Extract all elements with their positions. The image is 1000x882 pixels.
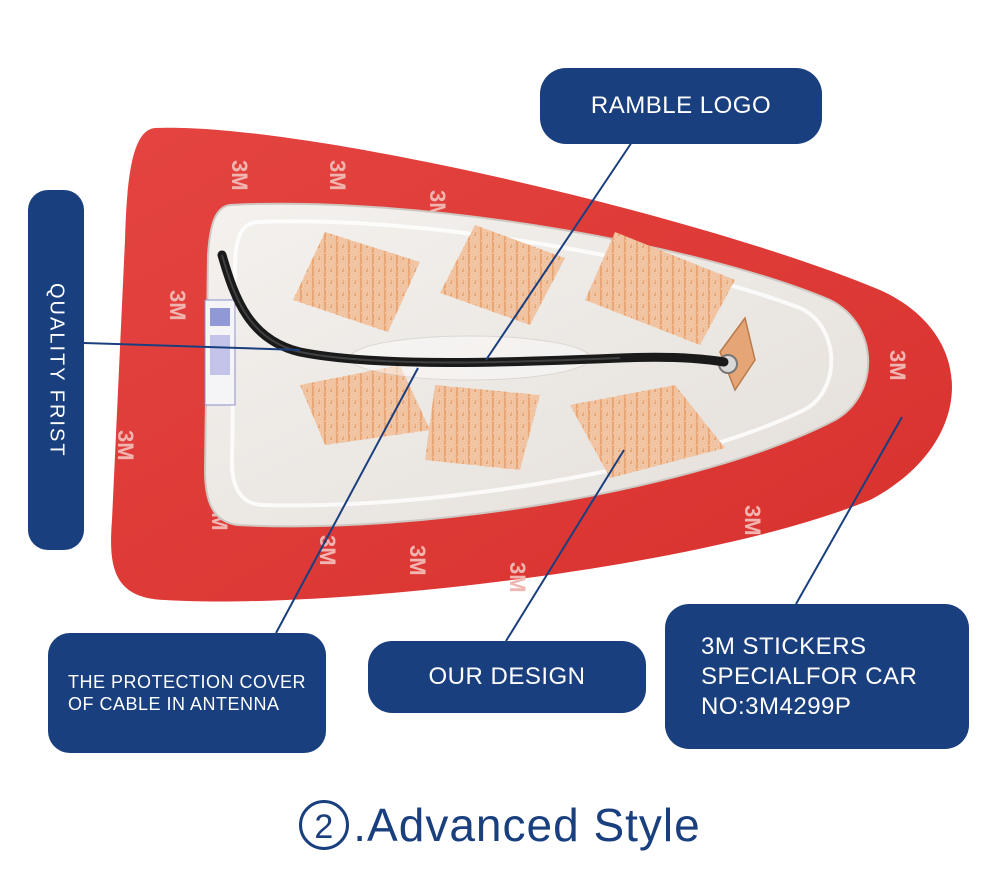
3m-mark: 3M	[740, 505, 765, 536]
3m-mark: 3M	[325, 160, 350, 191]
copper-antenna-pads	[293, 225, 735, 478]
protection-cover-text: THE PROTECTION COVER OF CABLE IN ANTENNA	[67, 671, 306, 715]
protection-cover-label: THE PROTECTION COVER OF CABLE IN ANTENNA	[48, 633, 326, 753]
our-design-text: OUR DESIGN	[428, 663, 586, 690]
callout-lines	[83, 141, 903, 642]
3m-mark: 3M	[885, 350, 910, 381]
3m-mark: 3M	[113, 430, 138, 461]
3m-mark: 3M	[405, 545, 430, 576]
our-design-label: OUR DESIGN	[368, 641, 646, 713]
quality-text: QUALITY FRIST	[45, 282, 68, 458]
circled-number: 2	[299, 799, 350, 850]
style-caption: 2.Advanced Style	[0, 798, 1000, 854]
ramble-logo-label: RAMBLE LOGO	[540, 68, 822, 144]
stickers-label: 3M STICKERS SPECIALFOR CAR NO:3M4299P	[665, 604, 969, 749]
3m-mark: 3M	[315, 535, 340, 566]
3m-mark: 3M	[505, 562, 530, 593]
3m-mark: 3M	[227, 160, 252, 191]
caption-text: .Advanced Style	[353, 799, 701, 851]
ramble-logo-text: RAMBLE LOGO	[590, 92, 772, 119]
3m-mark: 3M	[165, 290, 190, 321]
quality-label: QUALITY FRIST	[28, 190, 84, 550]
stickers-text: 3M STICKERS SPECIALFOR CAR NO:3M4299P	[701, 632, 918, 720]
3m-marks: 3M 3M 3M 3M 3M 3M 3M 3M 3M 3M 3M	[113, 160, 910, 593]
